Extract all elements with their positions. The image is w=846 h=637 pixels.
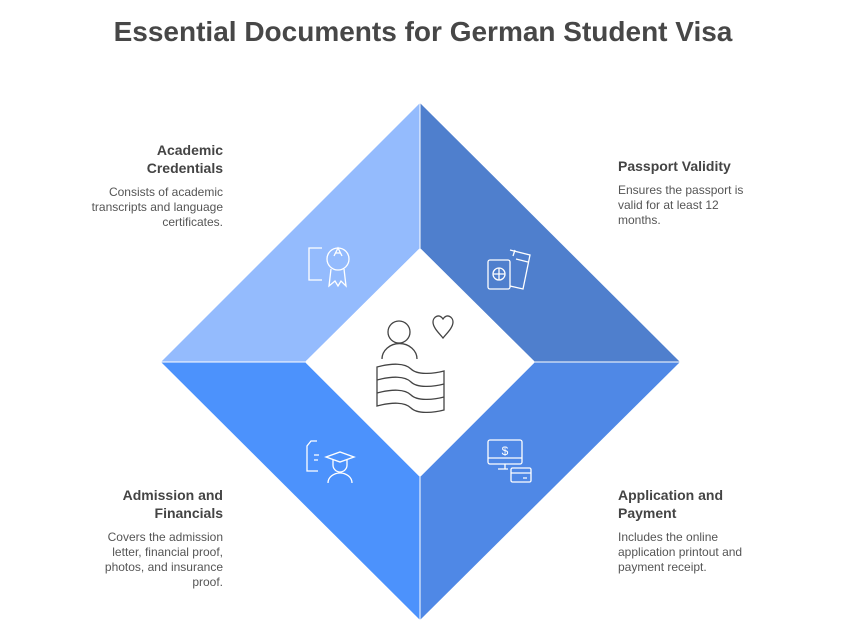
section-body: Covers the admission letter, financial p… — [104, 530, 223, 589]
computer-payment-icon: $ — [487, 439, 532, 483]
section-heading: Admission and Financials — [122, 487, 223, 521]
passport-ticket-icon — [487, 249, 531, 290]
section-admission-financials: Admission and Financials Covers the admi… — [83, 486, 223, 590]
quadrant-academic-credentials — [161, 103, 420, 362]
section-passport-validity: Passport Validity Ensures the passport i… — [618, 157, 748, 228]
quadrant-passport-validity — [420, 103, 680, 362]
section-body: Includes the online application printout… — [618, 530, 743, 574]
quadrant-application-payment — [420, 362, 680, 620]
center-diamond — [305, 248, 535, 477]
document-graduate-icon — [306, 440, 356, 484]
svg-text:$: $ — [502, 444, 509, 458]
section-body: Ensures the passport is valid for at lea… — [618, 183, 744, 227]
page-title: Essential Documents for German Student V… — [113, 16, 733, 47]
quadrant-admission-financials — [161, 362, 420, 620]
section-academic-credentials: Academic Credentials Consists of academi… — [83, 141, 223, 230]
certificate-icon — [308, 246, 350, 288]
section-body: Consists of academic transcripts and lan… — [91, 185, 223, 229]
section-heading: Academic Credentials — [146, 142, 223, 176]
section-heading: Application and Payment — [618, 487, 723, 521]
person-heart-flag-icon — [376, 315, 454, 414]
section-heading: Passport Validity — [618, 158, 731, 174]
section-application-payment: Application and Payment Includes the onl… — [618, 486, 743, 575]
